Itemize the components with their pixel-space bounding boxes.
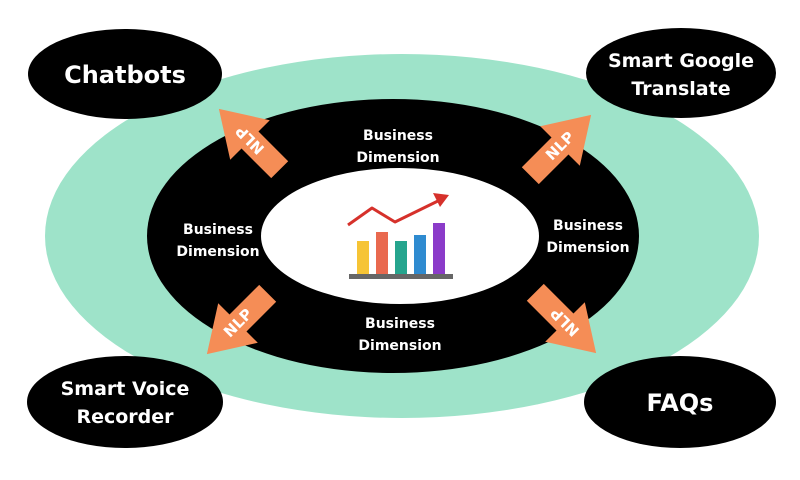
dimension-bottom-line-2: Dimension (358, 338, 441, 354)
node-chatbots-label: Chatbots (64, 61, 186, 89)
dimension-left-line-2: Dimension (176, 244, 259, 260)
dimension-top-line-2: Dimension (356, 150, 439, 166)
trend-line (347, 197, 443, 227)
chart-baseline (349, 274, 453, 279)
node-smart-google-translate-line-2: Translate (631, 78, 730, 100)
dimension-top-line-1: Business (363, 128, 433, 144)
bar-chart-with-trend-arrow-icon (347, 193, 453, 279)
node-faqs-label: FAQs (647, 389, 714, 417)
arrow-top-left: NLP (218, 108, 289, 179)
chart-bar (357, 241, 369, 274)
node-faqs: FAQs (584, 356, 776, 448)
chart-bar (433, 223, 445, 274)
dimension-bottom-line-1: Business (365, 316, 435, 332)
node-smart-google-translate: Smart Google Translate (586, 28, 776, 118)
dimension-right-line-1: Business (553, 218, 623, 234)
arrow-shape (526, 283, 597, 354)
arrow-shape (206, 284, 277, 355)
dimension-right: Business Dimension (546, 218, 629, 256)
dimension-top: Business Dimension (356, 128, 439, 166)
node-chatbots-ellipse (28, 29, 222, 119)
trend-arrowhead (433, 193, 449, 207)
chart-bar (376, 232, 388, 274)
chart-bar (395, 241, 407, 274)
node-smart-voice-recorder-line-2: Recorder (76, 406, 174, 428)
dimension-right-line-2: Dimension (546, 240, 629, 256)
node-smart-voice-recorder-line-1: Smart Voice (61, 378, 190, 400)
node-chatbots: Chatbots (28, 29, 222, 119)
arrow-top-right: NLP (521, 114, 592, 185)
node-smart-google-translate-line-1: Smart Google (608, 50, 754, 72)
arrow-shape (218, 108, 289, 179)
node-faqs-ellipse (584, 356, 776, 448)
dimension-left-line-1: Business (183, 222, 253, 238)
chart-bar (414, 235, 426, 274)
dimension-bottom: Business Dimension (358, 316, 441, 354)
node-smart-google-translate-ellipse (586, 28, 776, 118)
node-smart-voice-recorder-ellipse (27, 356, 223, 448)
node-smart-voice-recorder: Smart Voice Recorder (27, 356, 223, 448)
arrow-shape (521, 114, 592, 185)
dimension-left: Business Dimension (176, 222, 259, 260)
center-ellipse (261, 168, 539, 304)
